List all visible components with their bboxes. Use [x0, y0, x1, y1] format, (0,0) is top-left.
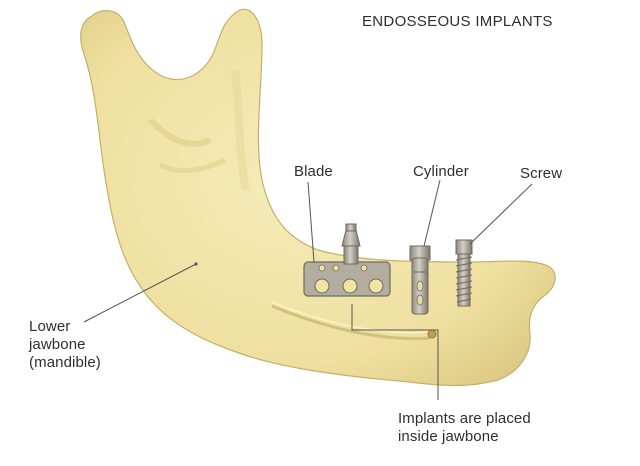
mandible-bone [80, 8, 556, 387]
implants-bracket [351, 304, 439, 400]
cylinder-label: Cylinder [413, 163, 469, 180]
cylinder-implant [409, 245, 431, 315]
lower-jawbone-label: Lower jawbone (mandible) [29, 318, 101, 372]
lower-jawbone-line-2: jawbone [29, 336, 86, 353]
cylinder-leader [423, 179, 441, 247]
diagram-title: ENDOSSEOUS IMPLANTS [362, 13, 553, 30]
blade-leader [307, 181, 315, 263]
implants-note-line-1: Implants are placed [398, 410, 531, 427]
screw-implant [455, 239, 473, 307]
screw-label: Screw [520, 165, 563, 182]
mandible-leader [83, 263, 197, 323]
blade-label: Blade [294, 163, 333, 180]
lower-jawbone-line-3: (mandible) [29, 354, 101, 371]
screw-leader [469, 183, 533, 245]
implants-note-label: Implants are placed inside jawbone [398, 410, 531, 446]
leader-lines [83, 179, 533, 400]
implants-note-line-2: inside jawbone [398, 428, 499, 445]
mandible-leader-dot [194, 262, 198, 266]
lower-jawbone-line-1: Lower [29, 318, 71, 335]
blade-implant [303, 223, 391, 297]
